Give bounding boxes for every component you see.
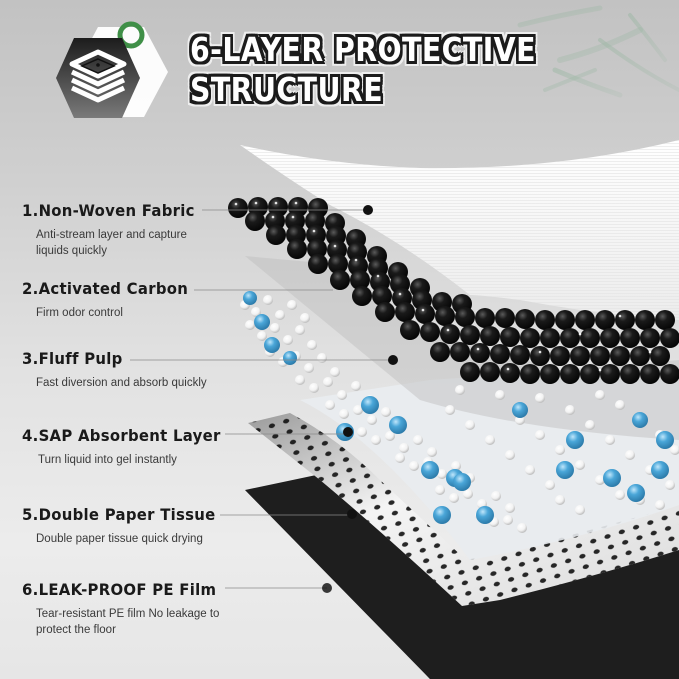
layer-description: Turn liquid into gel instantly bbox=[38, 454, 177, 466]
title-line-2: STRUCTURE bbox=[190, 70, 384, 109]
page-title: 6-LAYER PROTECTIVE STRUCTURE bbox=[190, 30, 536, 110]
layer-description: Anti-stream layer and capture liquids qu… bbox=[36, 229, 187, 257]
layer-description: Fast diversion and absorb quickly bbox=[36, 377, 207, 389]
layer-item-3: 3.Fluff Pulp Fast diversion and absorb q… bbox=[22, 349, 207, 391]
bamboo-leaves-decoration bbox=[517, 5, 679, 98]
layer-name: 5.Double Paper Tissue bbox=[22, 505, 216, 524]
layer-item-6: 6.LEAK-PROOF PE Film Tear-resistant PE f… bbox=[22, 580, 231, 638]
layer-name: 1.Non-Woven Fabric bbox=[22, 201, 195, 220]
layer-name: 4.SAP Absorbent Layer bbox=[22, 426, 221, 445]
layer-item-1: 1.Non-Woven Fabric Anti-stream layer and… bbox=[22, 201, 208, 259]
layer-item-5: 5.Double Paper Tissue Double paper tissu… bbox=[22, 505, 230, 547]
layer-description: Tear-resistant PE film No leakage to pro… bbox=[36, 608, 220, 636]
layer-item-2: 2.Activated Carbon Firm odor control bbox=[22, 279, 201, 321]
leader-dots bbox=[322, 205, 398, 593]
layer-item-4: 4.SAP Absorbent Layer Turn liquid into g… bbox=[22, 426, 236, 468]
stacked-layers-icon bbox=[56, 21, 168, 118]
layer-name: 2.Activated Carbon bbox=[22, 279, 189, 298]
layer-description: Double paper tissue quick drying bbox=[36, 533, 203, 545]
layer-name: 3.Fluff Pulp bbox=[22, 349, 123, 368]
layer-description: Firm odor control bbox=[36, 307, 123, 319]
leader-lines bbox=[130, 209, 393, 589]
layer-name: 6.LEAK-PROOF PE Film bbox=[22, 580, 217, 599]
title-line-1: 6-LAYER PROTECTIVE bbox=[190, 30, 536, 69]
carbon-spheres bbox=[228, 197, 679, 384]
